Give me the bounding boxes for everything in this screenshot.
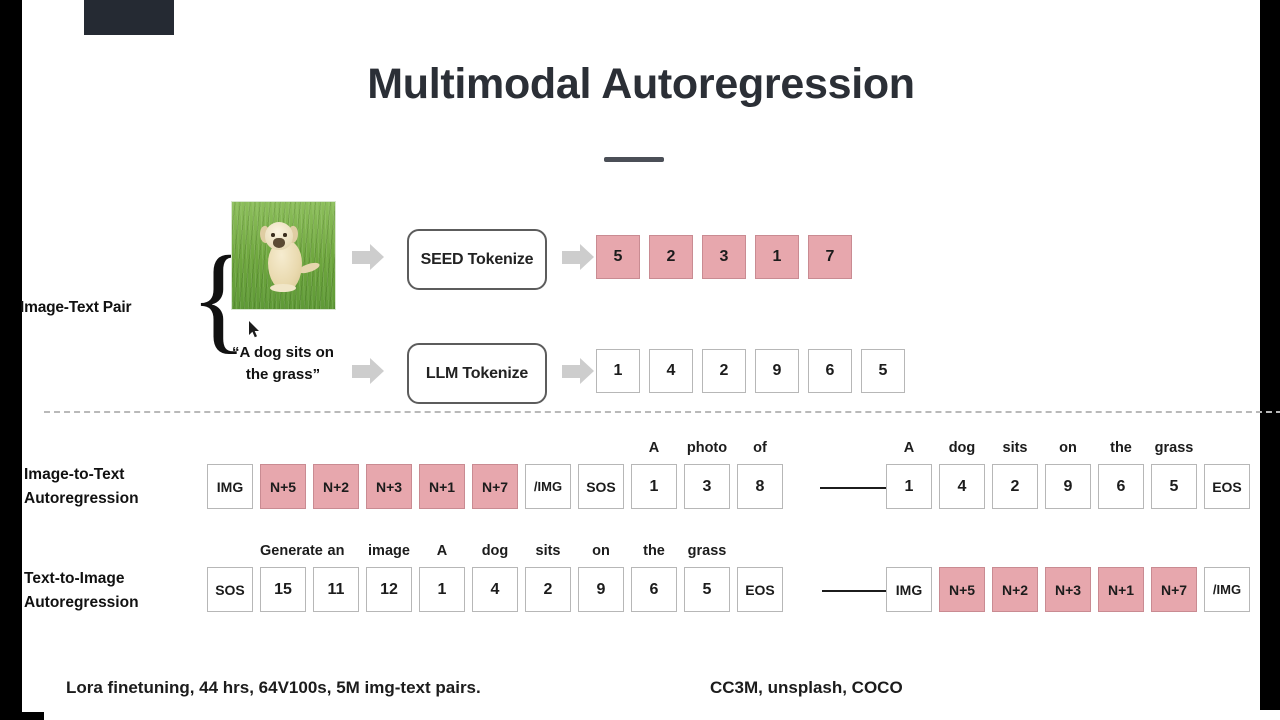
token-cell: N+2 <box>992 567 1038 612</box>
token-cell: 5 <box>684 567 730 612</box>
grouping-brace: { <box>190 231 248 364</box>
token-cell: 3 <box>702 235 746 279</box>
dog-eye-left <box>271 233 275 237</box>
slide-canvas: Multimodal Autoregression Image-Text Pai… <box>20 0 1280 720</box>
token-word-label: on <box>1059 440 1077 456</box>
token-word-label: grass <box>1154 440 1194 456</box>
token-cell: N+2 <box>313 464 359 509</box>
token-cell: N+1 <box>419 464 465 509</box>
token-word-label: the <box>1110 440 1132 456</box>
section-divider <box>44 411 1280 413</box>
dog-photo <box>231 201 336 310</box>
token-cell: EOS <box>737 567 783 612</box>
seed-tokenize-box: SEED Tokenize <box>407 229 547 290</box>
token-cell: N+7 <box>472 464 518 509</box>
token-cell: 4 <box>472 567 518 612</box>
arrow-llm-to-tokens <box>562 358 596 385</box>
token-cell: 6 <box>1098 464 1144 509</box>
image-to-text-label-line2: Autoregression <box>24 490 139 507</box>
dog-paws <box>270 284 296 292</box>
token-cell: 3 <box>684 464 730 509</box>
token-cell: SOS <box>207 567 253 612</box>
token-cell: 9 <box>578 567 624 612</box>
token-cell: 5 <box>1151 464 1197 509</box>
llm-tokenize-box: LLM Tokenize <box>407 343 547 404</box>
footer-left-text: Lora finetuning, 44 hrs, 64V100s, 5M img… <box>66 678 481 697</box>
token-cell: 1 <box>755 235 799 279</box>
token-cell: 6 <box>631 567 677 612</box>
token-cell: 2 <box>992 464 1038 509</box>
image-text-pair-label: Image-Text Pair <box>20 299 132 316</box>
dog-eye-right <box>283 233 287 237</box>
caption-line-1: “A dog sits on <box>232 344 334 361</box>
token-cell: N+5 <box>260 464 306 509</box>
token-word-label: of <box>753 440 767 456</box>
token-cell: 2 <box>702 349 746 393</box>
token-word-label: an <box>327 543 345 559</box>
token-cell: N+3 <box>1045 567 1091 612</box>
token-cell: 9 <box>1045 464 1091 509</box>
token-cell: 8 <box>737 464 783 509</box>
token-cell: N+3 <box>366 464 412 509</box>
image-to-text-label: Image-to-Text Autoregression <box>24 463 214 511</box>
token-word-label: photo <box>686 440 728 456</box>
token-cell: 5 <box>861 349 905 393</box>
dog-snout <box>273 238 285 248</box>
token-cell: 1 <box>886 464 932 509</box>
text-to-image-label: Text-to-Image Autoregression <box>24 567 214 615</box>
arrow-seed-to-tokens <box>562 244 596 271</box>
token-word-label: grass <box>687 543 727 559</box>
token-cell: 1 <box>419 567 465 612</box>
token-word-label: on <box>592 543 610 559</box>
token-cell: N+1 <box>1098 567 1144 612</box>
token-word-label: dog <box>481 543 509 559</box>
token-cell: 9 <box>755 349 799 393</box>
token-word-label: A <box>648 440 660 456</box>
title-underline-rule <box>604 157 664 162</box>
token-cell: /IMG <box>1204 567 1250 612</box>
top-overlay-bar <box>84 0 174 35</box>
token-word-label: A <box>903 440 915 456</box>
arrow-image-to-seed <box>352 244 386 271</box>
token-cell: 1 <box>631 464 677 509</box>
token-word-label: A <box>436 543 448 559</box>
token-word-label: Generate <box>260 543 323 559</box>
i2t-generation-arrow <box>820 483 897 493</box>
token-cell: N+7 <box>1151 567 1197 612</box>
token-cell: 7 <box>808 235 852 279</box>
token-cell: 6 <box>808 349 852 393</box>
image-to-text-label-line1: Image-to-Text <box>24 466 125 483</box>
token-cell: 1 <box>596 349 640 393</box>
token-cell: 2 <box>525 567 571 612</box>
token-word-label: dog <box>948 440 976 456</box>
token-cell: IMG <box>886 567 932 612</box>
token-cell: 11 <box>313 567 359 612</box>
token-cell: SOS <box>578 464 624 509</box>
token-word-label: the <box>643 543 665 559</box>
text-to-image-label-line2: Autoregression <box>24 594 139 611</box>
image-caption: “A dog sits on the grass” <box>218 342 348 386</box>
token-cell: 12 <box>366 567 412 612</box>
token-cell: 4 <box>649 349 693 393</box>
token-cell: N+5 <box>939 567 985 612</box>
token-cell: 15 <box>260 567 306 612</box>
token-word-label: image <box>368 543 410 559</box>
text-to-image-label-line1: Text-to-Image <box>24 570 125 587</box>
token-word-label: sits <box>1002 440 1028 456</box>
bottom-edge <box>44 710 1280 720</box>
token-word-label: sits <box>535 543 561 559</box>
arrow-text-to-llm <box>352 358 386 385</box>
token-cell: 2 <box>649 235 693 279</box>
token-cell: EOS <box>1204 464 1250 509</box>
token-cell: /IMG <box>525 464 571 509</box>
token-cell: 4 <box>939 464 985 509</box>
token-cell: 5 <box>596 235 640 279</box>
caption-line-2: the grass” <box>245 366 321 383</box>
footer-right-text: CC3M, unsplash, COCO <box>710 678 903 697</box>
token-cell: IMG <box>207 464 253 509</box>
page-title: Multimodal Autoregression <box>367 60 915 108</box>
